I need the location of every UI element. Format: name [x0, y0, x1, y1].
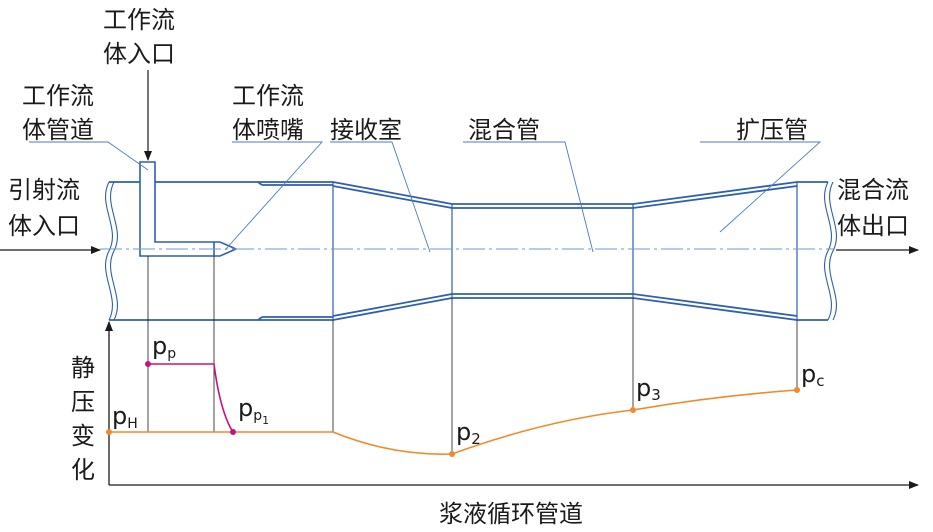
dot-p3: [630, 407, 636, 413]
leader-lines: [29, 141, 822, 253]
pressure-dots: [106, 361, 800, 457]
y-axis-title: 静 压 变 化: [71, 354, 95, 484]
static-pressure-curve: [109, 389, 798, 455]
ejector-body: [109, 181, 828, 321]
dot-ph: [106, 429, 112, 435]
y-axis-char-3: 变: [71, 422, 95, 450]
axes: [105, 321, 919, 489]
break-lines: [104, 181, 838, 321]
label-outlet-line1: 混合流: [837, 176, 909, 204]
projection-lines: [147, 256, 798, 454]
y-axis-char-4: 化: [71, 456, 95, 484]
section-separators: [332, 182, 798, 320]
dot-p2: [449, 451, 455, 457]
label-pc: pc: [801, 360, 824, 390]
y-axis-char-1: 静: [71, 354, 95, 382]
label-working-pipe-line1: 工作流: [22, 82, 94, 110]
label-outlet-line2: 体出口: [837, 212, 909, 240]
dot-pc: [794, 387, 800, 393]
y-axis-char-2: 压: [71, 388, 95, 416]
label-p2: p2: [456, 418, 481, 448]
diffuser-top-wall: [632, 181, 798, 205]
dot-pp: [145, 361, 151, 367]
label-nozzle-line2: 体喷嘴: [232, 116, 304, 144]
label-nozzle-line1: 工作流: [232, 82, 304, 110]
label-p3: p3: [636, 374, 661, 404]
chamber-top-wall: [332, 181, 453, 205]
working-fluid-pipe-shape: [139, 161, 238, 257]
flow-arrows: [0, 70, 919, 254]
chamber-bottom-wall: [332, 297, 453, 321]
x-axis-title: 浆液循环管道: [439, 500, 583, 528]
label-working-pipe-line2: 体管道: [22, 116, 94, 144]
label-ph: pH: [112, 402, 138, 432]
label-diffuser: 扩压管: [736, 116, 808, 144]
working-pressure-curve: [148, 363, 234, 433]
label-pp: pp: [152, 332, 176, 362]
label-ejected-inlet-line2: 体入口: [8, 212, 80, 240]
label-ejected-inlet-line1: 引射流: [8, 176, 80, 204]
label-pp1: pp1: [238, 394, 269, 427]
component-labels: 工作流 体入口 工作流 体管道 工作流 体喷嘴 接收室 混合管 扩压管 引射流 …: [8, 6, 909, 240]
label-mixing-tube: 混合管: [468, 116, 540, 144]
dot-pp1: [230, 429, 236, 435]
label-working-inlet-line2: 体入口: [103, 40, 175, 68]
diffuser-bottom-wall: [632, 297, 798, 321]
label-receiving-chamber: 接收室: [330, 116, 402, 144]
label-working-inlet-line1: 工作流: [103, 6, 175, 34]
